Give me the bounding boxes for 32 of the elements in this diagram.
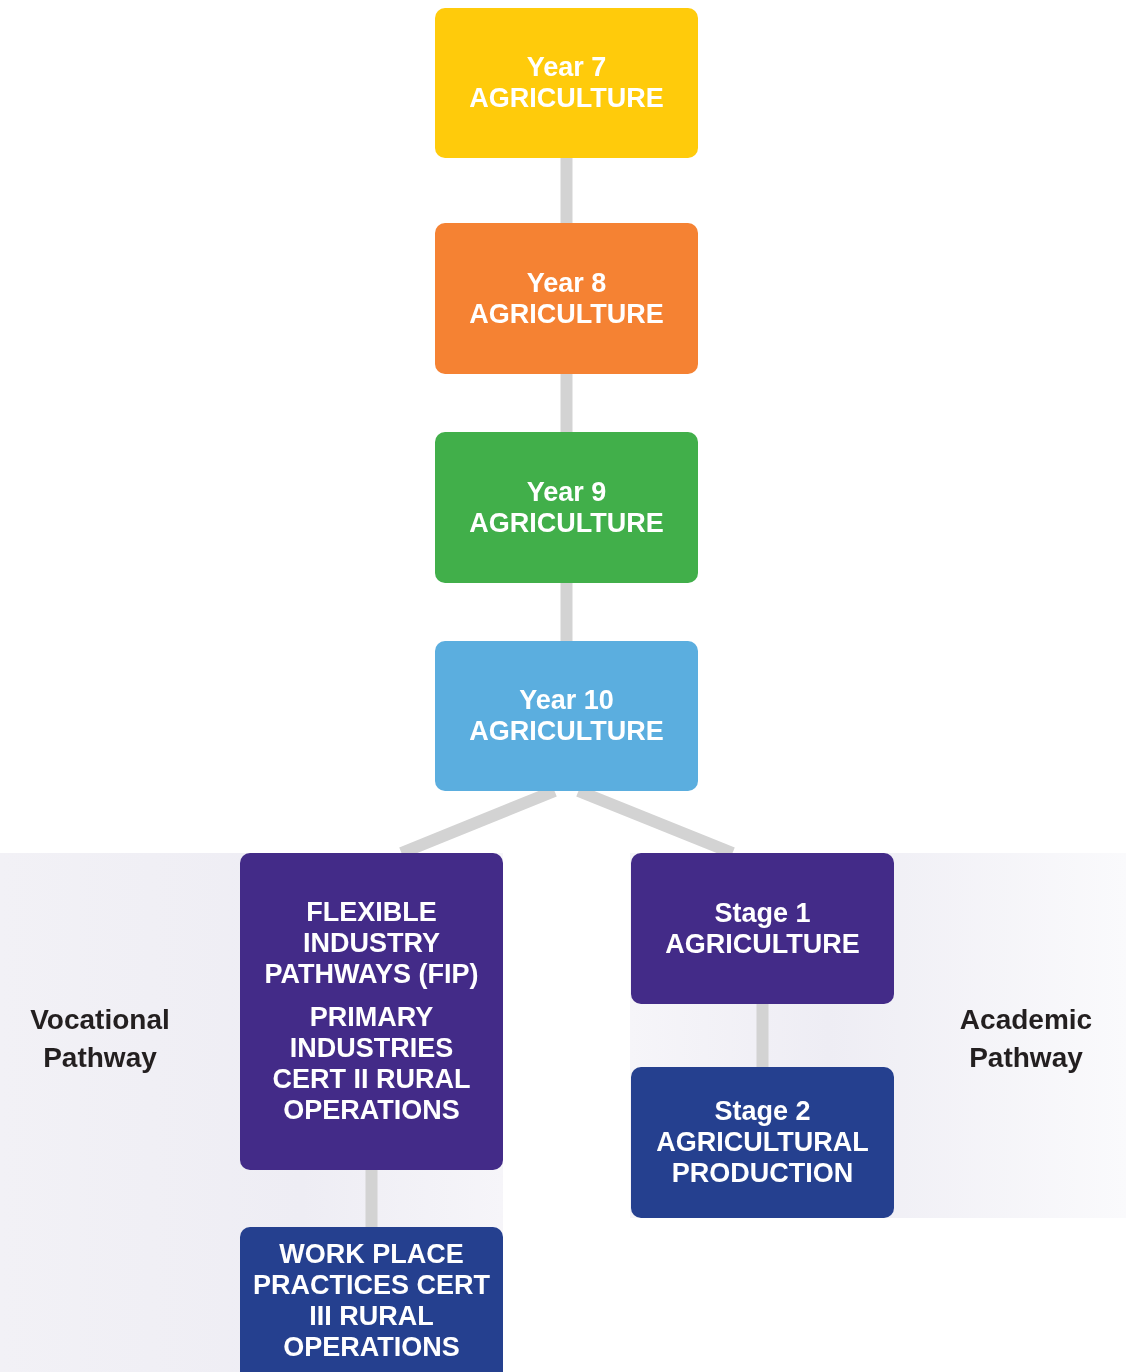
year-box: [435, 641, 698, 791]
box-text: AGRICULTURE: [469, 83, 664, 114]
course-box: [631, 1067, 894, 1218]
box-text: Year 8: [526, 267, 607, 299]
box-text: FLEXIBLE INDUSTRY PATHWAYS (FIP): [263, 897, 480, 990]
year-box: [435, 8, 698, 158]
connector-line: [365, 1170, 378, 1227]
box-text: AGRICULTURE: [469, 507, 664, 539]
box-text: Year 10: [519, 685, 614, 716]
connector-line: [756, 1004, 769, 1067]
pathway-label: Academic Pathway: [958, 1003, 1094, 1075]
box-text: Year 9: [526, 476, 607, 508]
course-box: [240, 853, 503, 1170]
box-text: Stage 1: [714, 897, 811, 929]
connector-line: [560, 583, 573, 641]
year-box: [435, 432, 698, 583]
box-text: AGRICULTURE: [469, 716, 664, 747]
box-text: Year 7: [526, 52, 607, 83]
pathway-band: [630, 853, 1126, 1218]
connector-line: [560, 374, 573, 432]
box-text: AGRICULTURE: [469, 298, 664, 330]
pathway-label: Vocational Pathway: [29, 1003, 171, 1075]
course-box: [240, 1227, 503, 1372]
pathway-band: [0, 853, 503, 1372]
connector-line: [560, 158, 573, 223]
course-box: [631, 853, 894, 1004]
box-text: Stage 2: [714, 1096, 811, 1127]
box-text: WORK PLACE PRACTICES CERT III RURAL OPERATIONS: [252, 1239, 491, 1363]
box-text: AGRICULTURE: [665, 928, 860, 960]
year-box: [435, 223, 698, 374]
box-text: PRIMARY INDUSTRIES CERT II RURAL OPERATIONS: [271, 1002, 472, 1126]
box-text: AGRICULTURAL PRODUCTION: [655, 1127, 870, 1189]
